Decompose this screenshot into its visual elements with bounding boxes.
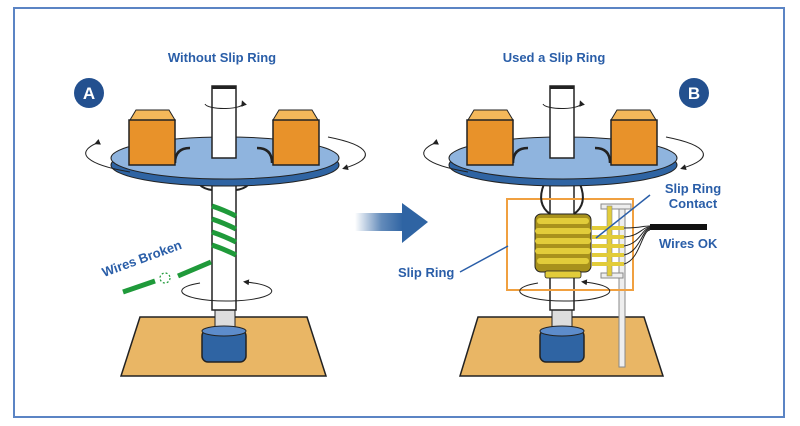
panel-b: Used a Slip Ring B <box>398 50 721 377</box>
wires-ok-label: Wires OK <box>659 236 718 251</box>
badge-a-label: A <box>83 84 95 103</box>
panel-a: Without Slip Ring A Wires Broken <box>74 50 366 377</box>
broken-wire <box>122 259 212 295</box>
wire-coils <box>211 203 238 258</box>
wires-ok-bundle <box>623 224 707 265</box>
cargo-box-left <box>128 109 176 166</box>
slip-ring-contact <box>592 203 632 279</box>
slip-ring-label: Slip Ring <box>398 265 454 280</box>
wires-broken-label: Wires Broken <box>100 237 184 280</box>
arrow-right-icon <box>355 203 428 243</box>
shaft-upper <box>211 85 237 159</box>
panel-b-title: Used a Slip Ring <box>503 50 606 65</box>
slip-ring-contact-label-1: Slip Ring <box>665 181 721 196</box>
badge-a: A <box>74 78 104 108</box>
panel-a-title: Without Slip Ring <box>168 50 276 65</box>
cargo-box-right <box>272 109 320 166</box>
cargo-box-left <box>466 109 514 166</box>
slip-ring-highlight-frame <box>506 198 634 291</box>
badge-b-label: B <box>688 84 700 103</box>
rotation-arrow-lower <box>181 279 273 302</box>
slip-ring <box>534 213 592 279</box>
motor <box>539 308 585 363</box>
slip-ring-contact-label-2: Contact <box>669 196 718 211</box>
cargo-box-right <box>610 109 658 166</box>
shaft-upper <box>549 85 575 159</box>
badge-b: B <box>679 78 709 108</box>
